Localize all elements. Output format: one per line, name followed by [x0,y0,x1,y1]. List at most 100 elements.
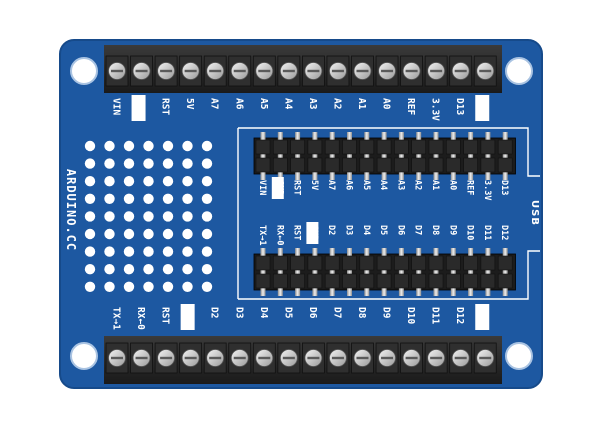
header-pin[interactable] [260,132,266,180]
header-pin[interactable] [312,248,318,296]
proto-hole [162,246,174,257]
proto-hole [162,193,174,204]
terminal-label: A3 [307,98,318,110]
header-pin[interactable] [277,132,283,180]
header-pin[interactable] [329,248,335,296]
header-label: RST [292,225,302,240]
header-pin[interactable] [312,132,318,180]
pin-socket [376,157,392,173]
pin-socket [290,255,305,271]
proto-hole [143,264,154,275]
header-pin[interactable] [416,132,422,180]
header-pin[interactable] [398,132,404,180]
terminal-label: REF [405,98,416,115]
pin-socket [342,255,357,271]
pin-socket [272,139,288,155]
screw-slot [282,69,295,73]
proto-hole [84,228,96,240]
pin-socket [359,139,375,155]
header-label: 3.3V [482,180,492,200]
header-pin[interactable] [433,132,439,180]
pin-socket [359,255,375,271]
terminal-label: A5 [258,98,269,110]
header-pin[interactable] [485,132,491,180]
header-label: RX←0 [274,225,284,245]
header-pin[interactable] [260,248,266,296]
pin-socket [342,273,357,289]
proto-hole [162,281,174,292]
proto-area [84,140,213,292]
pin-socket [497,273,513,289]
pin-socket [307,157,323,173]
pin-socket [445,139,461,155]
header-pin[interactable] [277,248,283,296]
header-label: D10 [465,225,475,240]
screw-slot [135,69,148,73]
gnd-marker [180,304,195,330]
terminal-label: GND [184,307,195,324]
header-pin[interactable] [433,248,439,296]
header-pin[interactable] [381,132,387,180]
header-label: A1 [430,180,440,190]
header-pin[interactable] [295,248,301,296]
pin-socket [324,273,340,289]
usb-label: USB [529,200,540,226]
header-pin[interactable] [502,248,508,296]
header-pin[interactable] [416,248,422,296]
header-pin[interactable] [450,132,456,180]
pin-socket [394,157,409,173]
screw-slot [430,356,443,360]
terminal-label: D3 [233,307,244,319]
header-pin[interactable] [398,248,404,296]
proto-hole [123,158,135,169]
proto-hole [182,264,193,275]
header-pin[interactable] [329,132,335,180]
header-pin[interactable] [347,132,352,180]
header-label: GND [309,225,319,240]
pin-socket [324,255,340,271]
screw-slot [258,69,271,73]
header-pin[interactable] [468,248,474,296]
pin-socket [290,139,305,155]
header-pin[interactable] [468,132,474,180]
screw-slot [454,356,467,360]
gnd-marker [475,95,490,121]
proto-hole [104,264,115,275]
lower-pin-header [253,248,516,296]
mounting-hole-top-left [70,57,98,85]
header-pin[interactable] [364,248,370,296]
mounting-hole-bottom-right [505,342,533,370]
proto-hole [162,158,174,169]
pin-socket [445,273,461,289]
header-outline [237,127,540,300]
pin-socket [290,273,305,289]
screw-slot [430,69,443,73]
screw-slot [184,69,197,73]
header-pin[interactable] [347,248,352,296]
proto-hole [123,228,135,240]
header-pin[interactable] [485,248,491,296]
pin-socket [359,273,375,289]
pin-socket [428,273,444,289]
pin-socket [411,273,427,289]
header-pin[interactable] [295,132,301,180]
terminal-label: D6 [307,307,318,319]
screw-slot [405,69,418,73]
terminal-label: TX→1 [111,307,122,330]
pin-socket [497,157,513,173]
proto-hole [143,211,154,222]
proto-hole [201,246,213,257]
header-label: D5 [378,225,388,235]
terminal-label: A4 [282,98,293,110]
header-pin[interactable] [450,248,456,296]
header-pin[interactable] [381,248,387,296]
pin-socket [255,139,271,155]
header-pin[interactable] [364,132,370,180]
screw-slot [479,69,492,73]
screw-slot [307,69,320,73]
header-pin[interactable] [502,132,508,180]
header-label: D9 [447,225,457,235]
